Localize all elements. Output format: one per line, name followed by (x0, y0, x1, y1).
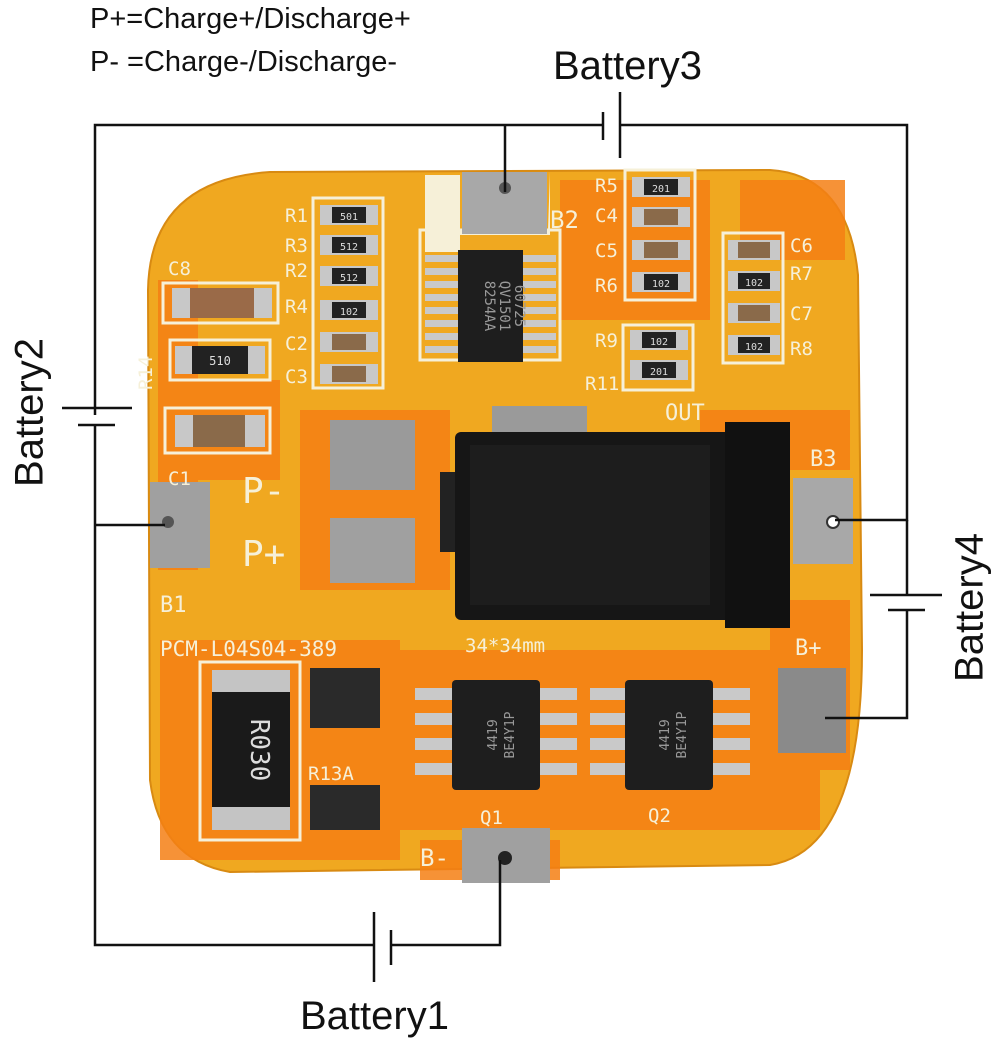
ref-c5: C5 (595, 240, 618, 262)
ref-r5: R5 (595, 175, 618, 197)
ref-q1: Q1 (480, 807, 503, 829)
ref-c8: C8 (168, 258, 191, 280)
dc-jack (440, 406, 790, 628)
ref-r8: R8 (790, 338, 813, 360)
board-model: PCM-L04S04-389 (160, 637, 337, 661)
ref-r3: R3 (285, 235, 308, 257)
ref-r6: R6 (595, 275, 618, 297)
ic-marking-2: QV1501 (496, 281, 512, 332)
ref-c7: C7 (790, 303, 813, 325)
svg-text:102: 102 (650, 337, 668, 348)
battery1-label: Battery1 (300, 994, 449, 1038)
ref-c2: C2 (285, 333, 308, 355)
svg-text:102: 102 (340, 307, 358, 318)
svg-text:102: 102 (745, 342, 763, 353)
ref-r9: R9 (595, 330, 618, 352)
board-size: 34*34mm (465, 635, 545, 657)
mosfet-q2: 4419 BE4Y1P (590, 680, 750, 790)
ref-q2: Q2 (648, 805, 671, 827)
ref-c1: C1 (168, 468, 191, 490)
pad-label-b-minus: B- (420, 844, 449, 872)
left-smd-column: 501 512 512 102 (320, 205, 378, 384)
svg-text:102: 102 (745, 278, 763, 289)
pad-label-p-minus: P- (242, 471, 285, 512)
svg-text:501: 501 (340, 212, 358, 223)
q2-marking-2: BE4Y1P (675, 711, 690, 758)
pad-label-p-plus: P+ (242, 534, 285, 575)
svg-text:102: 102 (652, 279, 670, 290)
ref-c4: C4 (595, 205, 618, 227)
legend-p-plus: P+=Charge+/Discharge+ (90, 3, 411, 35)
ic-marking-3: 60725 (511, 285, 527, 327)
pad-label-b3: B3 (810, 447, 837, 472)
ref-r2: R2 (285, 260, 308, 282)
legend-p-minus: P- =Charge-/Discharge- (90, 46, 398, 78)
q2-marking-1: 4419 (658, 719, 673, 750)
ref-r13a: R13A (308, 763, 354, 785)
battery-wiring (62, 92, 942, 982)
pad-p-plus (330, 518, 415, 583)
ref-c3: C3 (285, 366, 308, 388)
pad-r13a-bot (310, 785, 380, 830)
shunt-marking: R030 (244, 719, 274, 782)
ref-r1: R1 (285, 205, 308, 227)
ref-c6: C6 (790, 235, 813, 257)
protection-ic: 8254AA QV1501 60725 (425, 250, 556, 362)
ic-marking-1: 8254AA (481, 281, 497, 332)
pad-label-b-plus: B+ (795, 636, 822, 661)
shunt-resistor: R030 (212, 670, 290, 830)
pad-r13a-top (310, 668, 380, 728)
right-smd-columns: 201 102 102 201 102 102 (630, 177, 780, 380)
r14-code: 510 (209, 354, 231, 368)
q1-marking-1: 4419 (486, 719, 501, 750)
left-large-parts: 510 (172, 288, 272, 447)
pad-p-minus (330, 420, 415, 490)
pad-label-b1: B1 (160, 593, 187, 618)
silkscreen-text: R1 R3 R2 R4 C2 C3 R5 C4 C5 R6 R9 R11 C6 … (135, 175, 837, 872)
pad-label-b2: B2 (550, 206, 579, 234)
svg-text:201: 201 (652, 184, 670, 195)
ref-r4: R4 (285, 296, 308, 318)
mosfet-q1: 4419 BE4Y1P (415, 680, 577, 790)
battery3-label: Battery3 (553, 44, 702, 88)
svg-text:201: 201 (650, 367, 668, 378)
pad-b-plus (778, 668, 846, 753)
ref-r14: R14 (135, 356, 157, 390)
svg-text:512: 512 (340, 242, 358, 253)
svg-text:512: 512 (340, 273, 358, 284)
ref-r7: R7 (790, 263, 813, 285)
ref-r11: R11 (585, 373, 619, 395)
label-out: OUT (665, 401, 705, 426)
q1-marking-2: BE4Y1P (503, 711, 518, 758)
